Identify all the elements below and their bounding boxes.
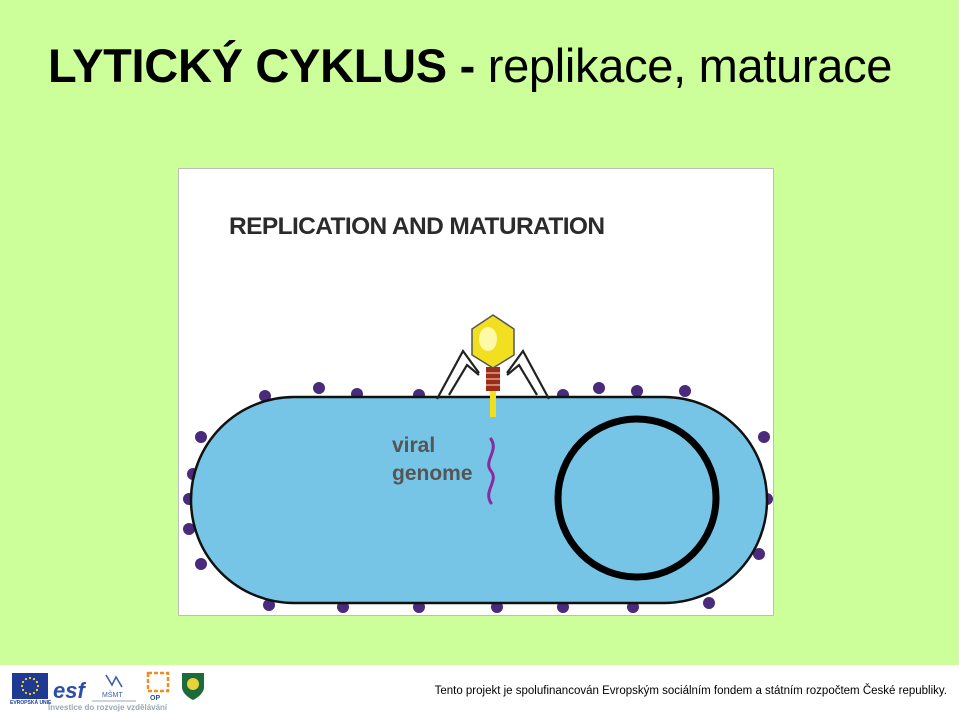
eu-logo-label: EVROPSKÁ UNIE [10, 700, 52, 706]
surface-dot [259, 390, 271, 402]
surface-dot [263, 599, 275, 611]
surface-dot [183, 523, 195, 535]
msmt-logo-icon: MŠMT [92, 674, 136, 702]
surface-dot [679, 385, 691, 397]
title-bold-part: LYTICKÝ CYKLUS - [48, 39, 475, 92]
surface-dot [753, 548, 765, 560]
genome-label-line2: genome [392, 462, 473, 485]
slide-title: LYTICKÝ CYKLUS - replikace, maturace [48, 38, 892, 93]
figure-heading: REPLICATION AND MATURATION [229, 213, 604, 240]
university-shield-icon [182, 673, 204, 700]
replication-figure: REPLICATION AND MATURATION viral genome [178, 168, 774, 616]
genome-label-line1: viral [392, 434, 435, 457]
surface-dot [703, 597, 715, 609]
eu-flag-icon [12, 673, 48, 699]
bacterial-chromosome [554, 415, 720, 581]
surface-dot [631, 385, 643, 397]
viral-genome [487, 437, 495, 505]
surface-dot [195, 431, 207, 443]
phage-tail-tube [490, 391, 496, 417]
replication-diagram: REPLICATION AND MATURATION viral genome [183, 213, 773, 613]
bacterial-cell [189, 395, 769, 605]
footer-bar: EVROPSKÁ UNIE esf MŠMT OP Investice do r… [0, 665, 959, 713]
surface-dot [195, 558, 207, 570]
op-logo-icon: OP [146, 671, 170, 702]
svg-text:esf: esf [53, 678, 86, 703]
title-rest-part: replikace, maturace [474, 39, 893, 92]
svg-text:OP: OP [150, 695, 160, 702]
svg-text:MŠMT: MŠMT [102, 690, 123, 699]
footer-tagline: Investice do rozvoje vzdělávání [48, 703, 168, 712]
surface-dot [313, 382, 325, 394]
footer-funding-text: Tento projekt je spolufinancován Evropsk… [434, 685, 947, 697]
phage-tail-fibers [436, 348, 550, 400]
surface-dot [758, 431, 770, 443]
esf-logo-icon: esf [52, 671, 86, 703]
surface-dot [593, 382, 605, 394]
